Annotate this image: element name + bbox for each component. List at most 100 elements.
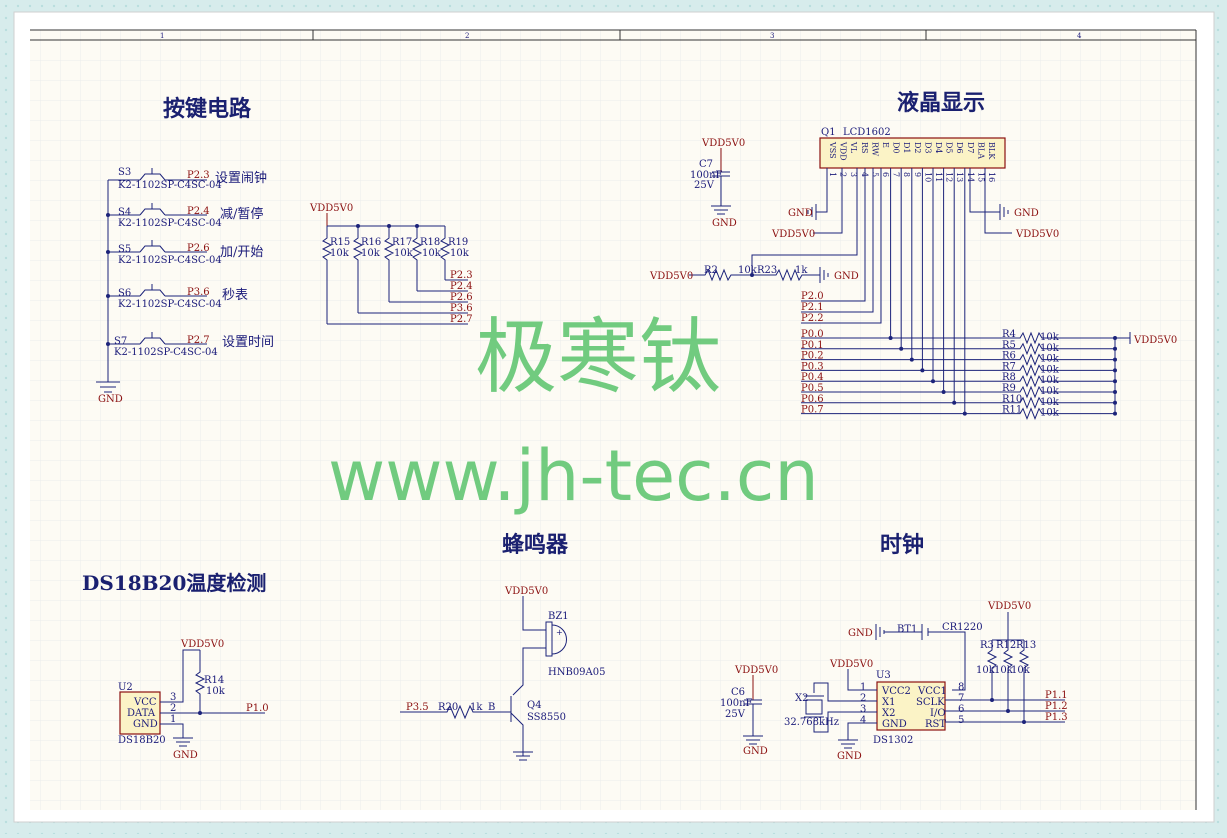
lcd-pin-d1: D1 [902, 142, 911, 154]
s6-function: 秒表 [222, 288, 248, 303]
r19-ref: R19 [448, 237, 468, 248]
lcd-pin-vss: VSS [828, 141, 837, 159]
junction-dot [920, 368, 925, 373]
c7-vdd-label: VDD5V0 [701, 138, 745, 149]
watermark-cn: 极寒钛 [475, 310, 721, 405]
lcd-pin-d6: D6 [955, 142, 964, 154]
c6-vdd: VDD5V0 [734, 665, 778, 676]
junction-dot [909, 357, 914, 362]
lcd-pin-vl: VL [849, 141, 858, 154]
pullup-line [801, 364, 1115, 377]
u2-pin-data: DATA [127, 708, 156, 719]
r17-val: 10k [394, 248, 414, 259]
rn-ref-7: R11 [1002, 405, 1022, 416]
zone-3: 3 [770, 32, 774, 40]
lcd-pin-num-2: 2 [839, 172, 848, 177]
s4-part: K2-1102SP-C4SC-04 [118, 218, 222, 229]
data-net-7: P0.7 [801, 405, 824, 416]
temp-block-title: DS18B20温度检测 [82, 571, 266, 595]
u3-num-1: 1 [860, 682, 866, 693]
temp-circuit: U2 VCC DATA GND DS18B20 3 2 1 VDD5V0 R14… [118, 639, 269, 761]
s3-net: P2.3 [187, 170, 210, 181]
pullup-line [801, 374, 1115, 388]
r23-ref: R23 [757, 265, 777, 276]
lcd-pin-d3: D3 [923, 142, 932, 154]
u2-net: P1.0 [246, 703, 269, 714]
r12-ref: R12 [996, 640, 1016, 651]
u2-ref: U2 [118, 682, 133, 693]
lcd-pin-num-8: 8 [902, 172, 911, 177]
ctrl-net-0: P2.0 [801, 291, 824, 302]
keys-vdd-label: VDD5V0 [309, 203, 353, 214]
pullup-line [801, 353, 1115, 366]
rn-val-1: 10k [1040, 343, 1060, 354]
lcd-pin-d5: D5 [945, 142, 954, 154]
lcd-pin-num-16: 16 [987, 172, 996, 182]
s7-part: K2-1102SP-C4SC-04 [114, 347, 218, 358]
lcd-pin-num-10: 10 [923, 172, 932, 182]
u3-pin-vcc1: VCC1 [917, 686, 947, 697]
data-net-2: P0.2 [801, 351, 824, 362]
r13-ref: R13 [1016, 640, 1036, 651]
u3-body [876, 681, 946, 731]
junction-dot [931, 379, 935, 384]
pullup-line [801, 331, 1115, 345]
lcd-gnd1: GND [788, 208, 813, 219]
rn-val-6: 10k [1040, 397, 1060, 408]
buzzer-vdd: VDD5V0 [504, 586, 548, 597]
pullup-net-2: P2.4 [450, 281, 473, 292]
c6-volt: 25V [725, 709, 746, 720]
zone-4: 4 [1077, 32, 1082, 40]
lcd-pin-num-13: 13 [955, 172, 964, 182]
clock-net-1: P1.1 [1045, 690, 1068, 701]
lcd-vdd1: VDD5V0 [771, 229, 815, 240]
x2-val: 32.768kHz [784, 717, 839, 728]
bt1-ref: BT1 [897, 624, 917, 635]
rn-val-4: 10k [1040, 375, 1060, 386]
u3-pin-gnd: GND [882, 719, 907, 730]
lcd-pin-num-4: 4 [860, 172, 869, 177]
rn-val-7: 10k [1040, 408, 1060, 419]
keys-block-title: 按键电路 [163, 96, 252, 122]
u2-pin-gnd: GND [133, 719, 158, 730]
rn-ref-2: R6 [1002, 351, 1016, 362]
rn-val-0: 10k [1040, 332, 1060, 343]
lcd-pin-d4: D4 [934, 142, 943, 154]
r15-val: 10k [330, 248, 350, 259]
junction-dot [941, 390, 946, 394]
s5-ref: S5 [118, 244, 131, 255]
r16-val: 10k [361, 248, 381, 259]
watermark-url: www.jh-tec.cn [328, 435, 819, 517]
u3-num-4: 4 [860, 715, 866, 726]
r13-val: 10k [1011, 665, 1031, 676]
c6-gnd: GND [743, 746, 768, 757]
u2-num-3: 3 [170, 692, 176, 703]
pullup-line [801, 396, 1115, 410]
bz1-ref: BZ1 [548, 611, 569, 622]
u3-part: DS1302 [873, 735, 913, 746]
c7-ref: C7 [699, 159, 713, 170]
buzzer-circuit: VDD5V0 + BZ1 HNB09A05 P3.5 R20 1k B Q4 S… [400, 586, 606, 761]
rn-val-2: 10k [1040, 354, 1060, 365]
rn-ref-5: R9 [1002, 383, 1016, 394]
u3-pin-x2: X2 [882, 708, 895, 719]
lcd-pin-vdd: VDD [839, 141, 848, 161]
u3-gnd: GND [837, 751, 862, 762]
buzzer-block-title: 蜂鸣器 [502, 532, 569, 558]
s4-ref: S4 [118, 207, 131, 218]
clock-block-title: 时钟 [880, 532, 924, 558]
lcd-gnd2: GND [1014, 208, 1039, 219]
r16-ref: R16 [361, 237, 381, 248]
bz1-part: HNB09A05 [548, 667, 606, 678]
keys-circuit: GND S3 K2-1102SP-C4SC-04 P2.3 设置闹钟 S4 K2… [96, 167, 274, 405]
r2-ref: R2 [704, 265, 718, 276]
u3-pin-io: I/O [930, 708, 946, 719]
s6-net: P3.6 [187, 287, 210, 298]
pullup-line [801, 385, 1115, 399]
u2-gnd: GND [173, 750, 198, 761]
u3-num-5: 5 [958, 715, 964, 726]
zone-2: 2 [465, 32, 469, 40]
r15-ref: R15 [330, 237, 350, 248]
r17-ref: R17 [392, 237, 412, 248]
